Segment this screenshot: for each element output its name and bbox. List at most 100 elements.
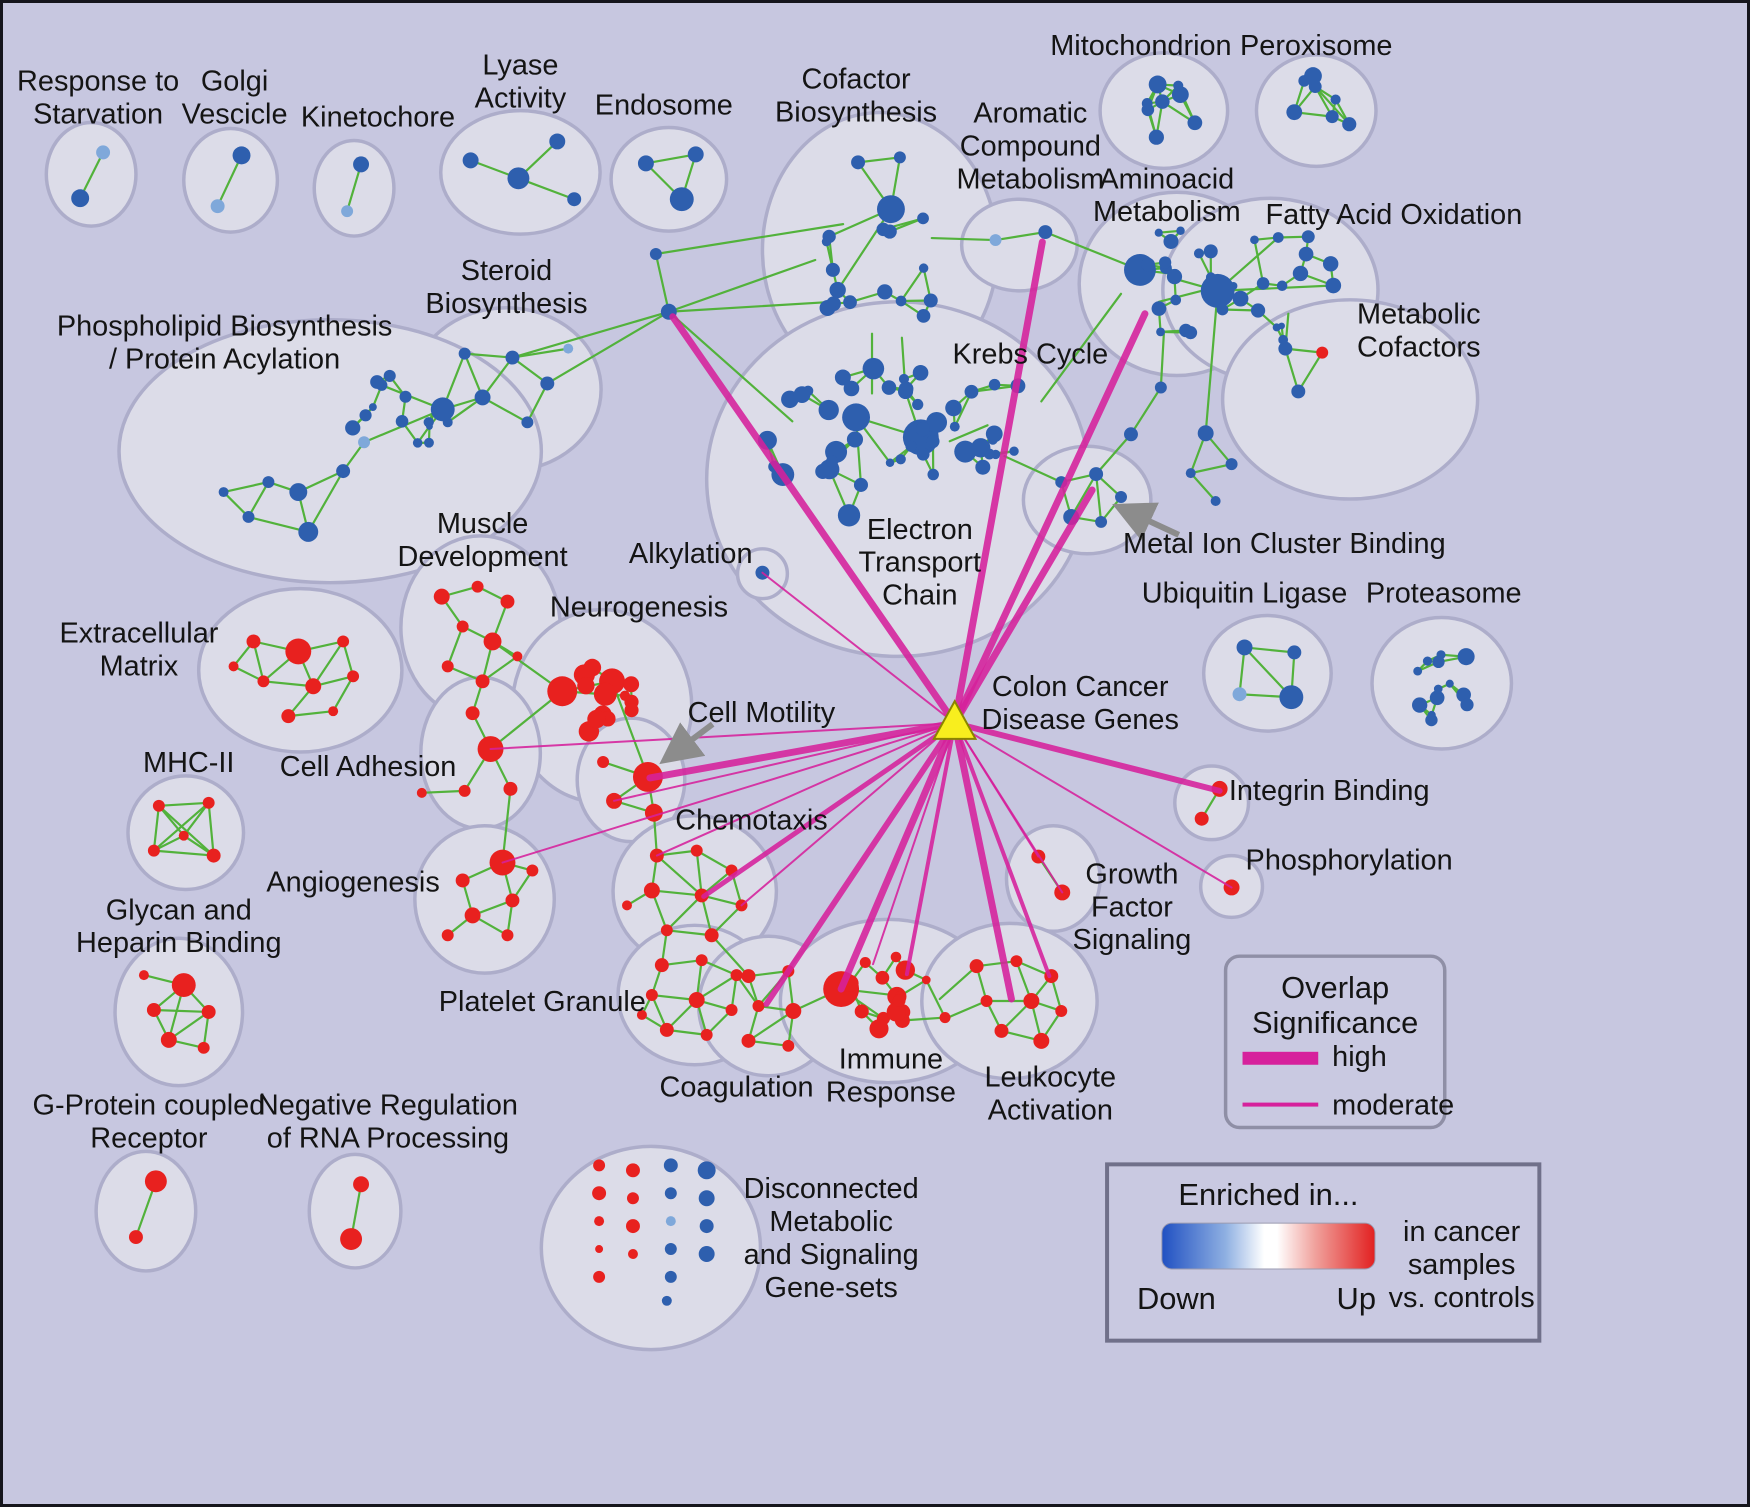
gene-set-edge (511, 356, 549, 385)
gene-set-node (918, 263, 929, 273)
label-aromatic-compound-metabolism: Metabolism (957, 163, 1105, 195)
gene-set-node (1197, 425, 1214, 442)
gene-set-node (1291, 384, 1306, 399)
gene-set-node (964, 384, 979, 399)
bubble-phospholipid-biosynthesis (117, 317, 544, 585)
gene-set-edge (856, 156, 901, 164)
gene-set-edge (1095, 473, 1103, 524)
gene-set-node (698, 1246, 715, 1262)
gene-set-node (549, 133, 566, 150)
moderate-significance-label: moderate (1332, 1090, 1454, 1122)
gene-set-node (456, 620, 469, 633)
gene-set-edge (157, 804, 185, 837)
gene-set-node (885, 458, 895, 467)
gene-set-node (917, 212, 929, 225)
label-extracellular-matrix: Extracellular (60, 617, 219, 649)
gene-set-node (752, 1000, 765, 1012)
gene-set-node (876, 195, 905, 224)
gene-set-node (1232, 687, 1247, 702)
gene-set-node (1256, 277, 1270, 290)
gene-set-node (895, 960, 916, 980)
high-significance-line-sample (1242, 1051, 1319, 1065)
gene-set-node (994, 1023, 1009, 1038)
gene-set-edge (182, 801, 210, 837)
significance-edge (904, 721, 957, 977)
inter-cluster-edge (489, 690, 564, 751)
gene-set-edge (216, 154, 243, 208)
gene-set-node (1304, 67, 1322, 85)
gene-set-node (921, 975, 931, 985)
gene-set-node (659, 1022, 674, 1037)
gene-set-node (228, 661, 239, 672)
gene-set-node (577, 677, 595, 695)
gene-set-node (661, 1295, 672, 1306)
gene-set-node (854, 1004, 869, 1019)
overlap-significance-legend: Overlap Significance high moderate (1223, 954, 1454, 1130)
label-immune-response: Response (826, 1077, 956, 1109)
label-disconnected-gene-sets: Disconnected (744, 1173, 919, 1205)
label-cofactor-biosynthesis: Cofactor (802, 64, 912, 96)
label-immune-response: Immune (839, 1044, 943, 1076)
gene-set-edge (207, 801, 215, 857)
gene-set-node (1429, 690, 1445, 706)
gene-set-edge (481, 396, 529, 424)
gene-set-node (218, 487, 229, 498)
gene-set-node (1038, 225, 1053, 240)
gene-set-node (368, 403, 377, 411)
inter-cluster-edge (654, 223, 845, 256)
gene-set-node (664, 1270, 677, 1283)
gene-set-node (1148, 129, 1164, 145)
gene-set-node (927, 468, 939, 481)
gene-set-node (340, 1228, 363, 1251)
gene-set-node (1225, 458, 1238, 471)
label-steroid-biosynthesis: Biosynthesis (425, 288, 587, 320)
gene-set-node (1325, 110, 1339, 124)
gene-set-node (837, 504, 861, 527)
label-growth-factor-signaling: Factor (1091, 891, 1173, 923)
gene-set-node (912, 364, 929, 381)
bubble-mitochondrion (1098, 51, 1230, 171)
gene-set-edge (481, 356, 514, 399)
gene-set-node (644, 803, 663, 822)
gene-set-edge (247, 515, 310, 533)
gene-set-node (1141, 98, 1153, 109)
enrichment-gradient-bar (1161, 1222, 1376, 1270)
inter-cluster-edge (546, 310, 670, 385)
gene-set-node (821, 236, 832, 247)
gene-set-node (1089, 467, 1104, 482)
gene-set-node (664, 1187, 677, 1200)
gene-set-node (1187, 115, 1203, 131)
label-metal-ion-cluster-binding: Metal Ion Cluster Binding (1123, 528, 1446, 560)
gene-set-node (399, 390, 412, 403)
enrichment-down-label: Down (1137, 1281, 1216, 1316)
gene-set-node (1193, 248, 1204, 259)
gene-set-node (926, 411, 948, 433)
colon-cancer-disease-genes-hub (932, 699, 978, 740)
gene-set-node (654, 958, 669, 973)
label-disconnected-gene-sets: Metabolic (769, 1206, 893, 1238)
inter-cluster-edge (667, 300, 835, 313)
gene-set-node (416, 787, 427, 798)
gene-set-node (690, 844, 703, 857)
bubbles-layer (44, 51, 1514, 1352)
gene-set-node (593, 682, 617, 706)
gene-set-node (1023, 993, 1040, 1009)
label-colon-cancer-hub: Disease Genes (981, 704, 1178, 736)
gene-set-node (819, 300, 836, 317)
gene-set-node (1173, 80, 1184, 91)
gene-set-node (1124, 427, 1138, 442)
gene-set-node (146, 1003, 161, 1017)
gene-set-node (336, 464, 351, 479)
gene-set-node (232, 146, 251, 165)
gene-set-node (829, 281, 846, 299)
gene-set-node (500, 594, 515, 609)
gene-set-node (430, 397, 455, 422)
cell-motility-pointer-arrow (659, 721, 715, 765)
significance-edge (761, 571, 956, 725)
label-mhc-ii: MHC-II (143, 747, 234, 779)
gene-set-edge (994, 230, 1047, 242)
gene-set-node (945, 399, 962, 417)
gene-set-node (465, 706, 480, 721)
label-growth-factor-signaling: Growth (1085, 858, 1178, 890)
gene-set-node (1158, 256, 1172, 269)
